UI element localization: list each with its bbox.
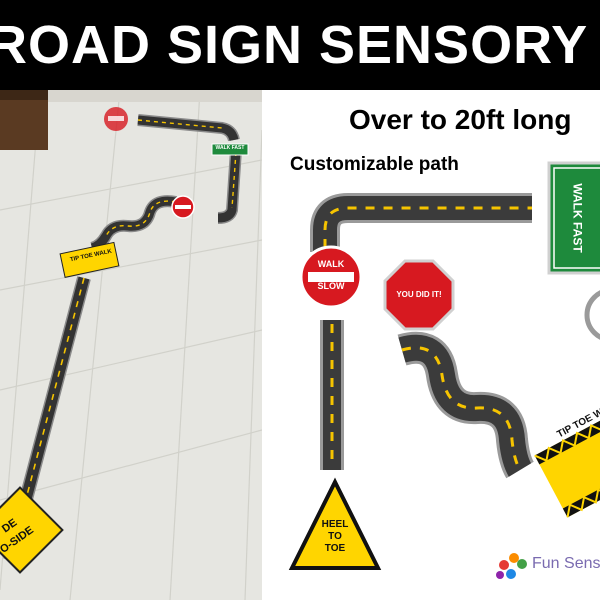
you-did-it-sign	[383, 259, 455, 331]
photo-side-sign	[0, 486, 64, 574]
customizable-heading: Customizable path	[290, 154, 459, 175]
walk-fast-label: WALK FAST	[571, 183, 586, 253]
heel-word: HEEL	[321, 519, 349, 530]
toe-word: TOE	[324, 543, 346, 554]
floor-photo: WALK FAST TIP TOE WALK DE O-SIDE	[0, 90, 262, 600]
vertical-road-piece	[320, 320, 344, 470]
heel-to-toe-sign	[288, 477, 382, 570]
corner-road-piece	[310, 193, 532, 252]
brand-name: Fun Sens	[532, 555, 600, 572]
photo-walk-fast-label: WALK FAST	[215, 145, 245, 151]
walk-fast-sign	[547, 161, 600, 275]
photo-stop-sign	[171, 195, 195, 219]
tip-toe-walk-sign	[534, 413, 600, 518]
title-banner: ROAD SIGN SENSORY PATH	[0, 0, 600, 90]
product-panel: Over to 20ft long Customizable path	[262, 90, 600, 600]
wavy-road-piece	[397, 331, 535, 479]
photo-road	[3, 114, 242, 562]
slow-label: SLOW	[317, 281, 345, 291]
to-word: TO	[328, 531, 342, 542]
you-did-it-label: YOU DID IT!	[396, 290, 442, 299]
photo-tip-toe-sign	[59, 241, 120, 278]
brand-logo-icon	[496, 553, 527, 579]
walk-fast-label-wrap: WALK FAST	[558, 173, 598, 263]
heel-to-toe-label: HEEL TO TOE	[310, 519, 360, 555]
banner-title: ROAD SIGN SENSORY PATH	[0, 15, 600, 75]
photo-walk-fast-sign	[211, 143, 249, 156]
length-heading: Over to 20ft long	[349, 104, 572, 135]
road-pieces-illustration	[288, 161, 600, 579]
floor-photo-illustration	[0, 90, 262, 600]
walk-slow-sign	[299, 245, 363, 309]
walk-label: WALK	[317, 259, 345, 269]
